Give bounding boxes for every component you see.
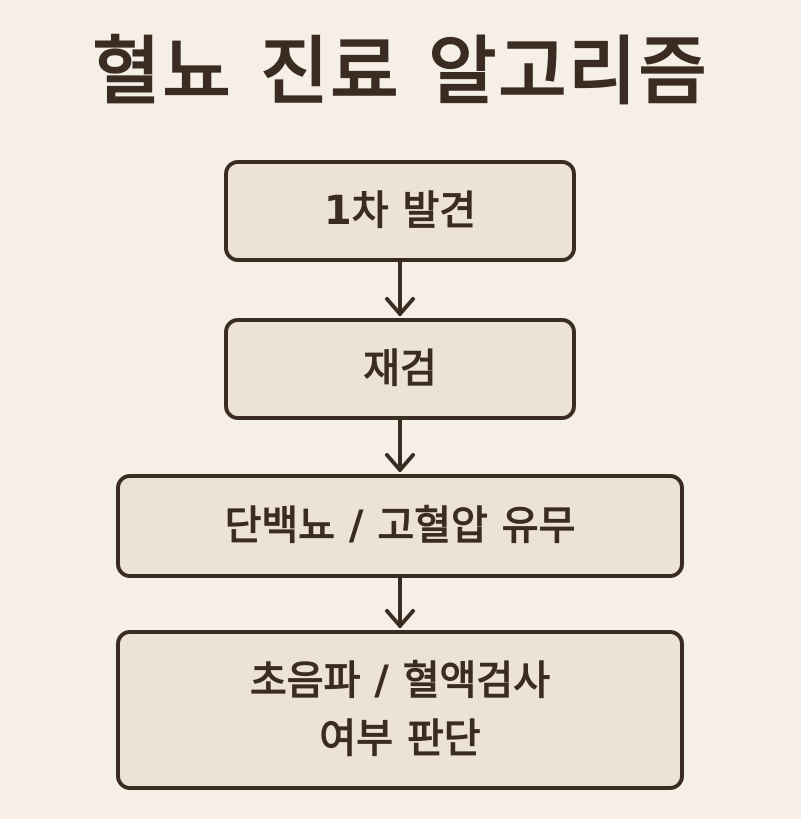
step-label: 단백뇨 / 고혈압 유무 — [224, 503, 576, 549]
step-proteinuria-hypertension: 단백뇨 / 고혈압 유무 — [116, 474, 684, 578]
step-label: 1차 발견 — [323, 188, 477, 234]
step-label: 재검 — [363, 346, 437, 392]
arrow-step3-to-step4 — [385, 576, 415, 628]
arrow-step2-to-step3 — [385, 418, 415, 472]
diagram-title: 혈뇨 진료 알고리즘 — [92, 29, 709, 115]
step-ultrasound-blood-test-decision: 초음파 / 혈액검사 여부 판단 — [116, 630, 684, 790]
step-retest: 재검 — [224, 318, 576, 420]
step-first-detection: 1차 발견 — [224, 160, 576, 262]
arrow-step1-to-step2 — [385, 260, 415, 316]
step-label: 초음파 / 혈액검사 여부 판단 — [249, 658, 551, 762]
